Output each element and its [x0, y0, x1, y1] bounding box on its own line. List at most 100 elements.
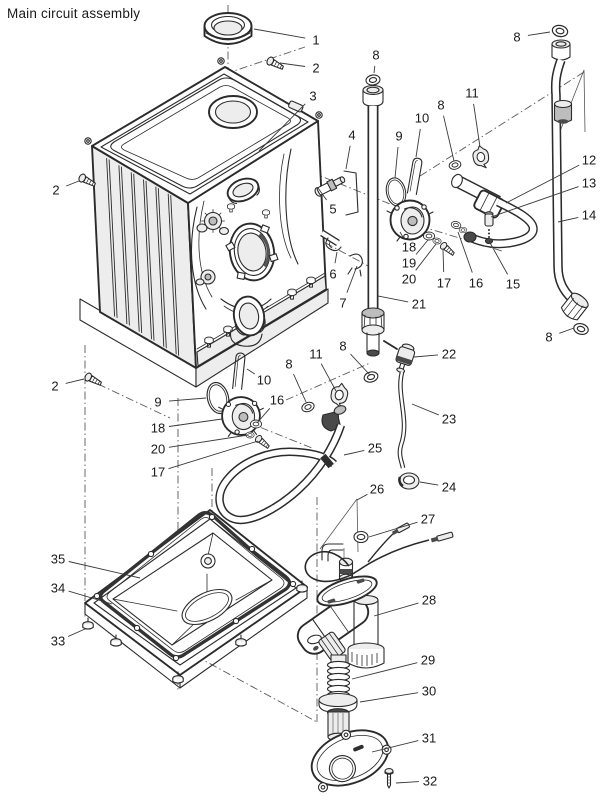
callout-leader — [279, 62, 306, 67]
callout-31: 31 — [422, 731, 436, 746]
tray-opening — [181, 588, 233, 626]
callout-leader — [394, 146, 399, 179]
callout-leader — [351, 662, 418, 680]
callout-leader — [334, 251, 338, 264]
callout-12: 12 — [582, 153, 596, 168]
callout-33: 33 — [51, 634, 65, 649]
callout-leader — [346, 265, 358, 293]
callout-8: 8 — [513, 30, 520, 45]
drain-hose-23 — [397, 371, 407, 469]
callout-16: 16 — [469, 276, 483, 291]
callout-15: 15 — [506, 277, 520, 292]
fins — [106, 158, 180, 356]
callout-leader — [168, 434, 249, 448]
callout-2: 2 — [52, 183, 59, 198]
callout-leader — [350, 353, 371, 376]
callout-10: 10 — [257, 373, 271, 388]
callout-8: 8 — [339, 339, 346, 354]
callout-20: 20 — [151, 442, 165, 457]
callout-leader — [488, 240, 508, 275]
gas-valve-detail — [196, 209, 230, 236]
callout-20: 20 — [402, 272, 416, 287]
callout-9: 9 — [154, 395, 161, 410]
sensor-and-clips — [314, 170, 363, 277]
callout-8: 8 — [372, 48, 379, 63]
callout-leader — [168, 440, 259, 470]
callout-leader — [246, 368, 256, 375]
callout-leader — [373, 602, 419, 617]
callout-leader — [505, 164, 580, 204]
callout-23: 23 — [442, 412, 456, 427]
callout-7: 7 — [339, 296, 346, 311]
callout-leader — [368, 521, 418, 538]
callout-leader — [377, 295, 409, 303]
callout-27: 27 — [421, 512, 435, 527]
callout-leader — [68, 590, 113, 605]
callout-11: 11 — [309, 347, 323, 362]
callout-leader — [65, 378, 85, 384]
callout-26: 26 — [370, 482, 384, 497]
callout-leader — [256, 408, 271, 424]
base-tray — [82, 509, 308, 689]
callout-8: 8 — [545, 330, 552, 345]
callout-leader — [345, 145, 351, 170]
heat-exchanger-box — [79, 57, 329, 388]
callout-leader — [490, 186, 579, 218]
callout-leader — [343, 449, 365, 456]
callout-leader — [168, 418, 223, 427]
callout-14: 14 — [582, 208, 596, 223]
callout-2: 2 — [312, 61, 319, 76]
callout-leader — [395, 781, 420, 784]
callout-6: 6 — [329, 267, 336, 282]
callout-13: 13 — [582, 176, 596, 191]
callout-leader — [67, 628, 86, 637]
callout-35: 35 — [51, 552, 65, 567]
screw-32 — [384, 768, 394, 789]
pipe-bushing — [553, 99, 573, 124]
callout-leader — [413, 354, 439, 358]
callout-leader — [473, 103, 481, 148]
callout-18: 18 — [151, 421, 165, 436]
callout-29: 29 — [421, 653, 435, 668]
callout-2: 2 — [51, 379, 58, 394]
callout-leader — [68, 561, 141, 579]
callout-leader — [527, 31, 551, 36]
callout-leader — [415, 239, 429, 255]
hose-25 — [215, 423, 346, 525]
callout-21: 21 — [412, 297, 426, 312]
bottom-port — [232, 295, 266, 337]
fan-opening — [225, 222, 279, 282]
callout-30: 30 — [422, 684, 436, 699]
callout-leader — [419, 481, 439, 486]
callout-18: 18 — [402, 240, 416, 255]
callout-leader — [168, 397, 207, 402]
callout-17: 17 — [437, 276, 451, 291]
drain-valve-22 — [395, 343, 416, 374]
cover-plate-31 — [310, 729, 392, 793]
vertical-pipe-21 — [361, 73, 420, 490]
callout-8: 8 — [437, 98, 444, 113]
callout-leader — [399, 231, 404, 238]
callout-leader — [317, 187, 327, 201]
callout-16: 16 — [270, 393, 284, 408]
callout-leader — [415, 128, 421, 158]
hose-clamp-band — [320, 453, 334, 469]
callout-leader — [258, 103, 306, 152]
callout-28: 28 — [422, 593, 436, 608]
callout-10: 10 — [415, 111, 429, 126]
callout-34: 34 — [51, 581, 65, 596]
igniter-assembly — [296, 498, 454, 793]
callout-3: 3 — [309, 89, 316, 104]
callout-leader — [320, 363, 337, 392]
callout-leader — [443, 115, 455, 162]
grommet-24 — [398, 472, 420, 490]
callout-17: 17 — [151, 465, 165, 480]
ignition-wire — [304, 539, 430, 583]
callout-leader — [253, 28, 306, 39]
callout-leader — [415, 243, 437, 271]
right-pipe-14 — [550, 23, 591, 337]
callout-leader — [66, 180, 80, 187]
